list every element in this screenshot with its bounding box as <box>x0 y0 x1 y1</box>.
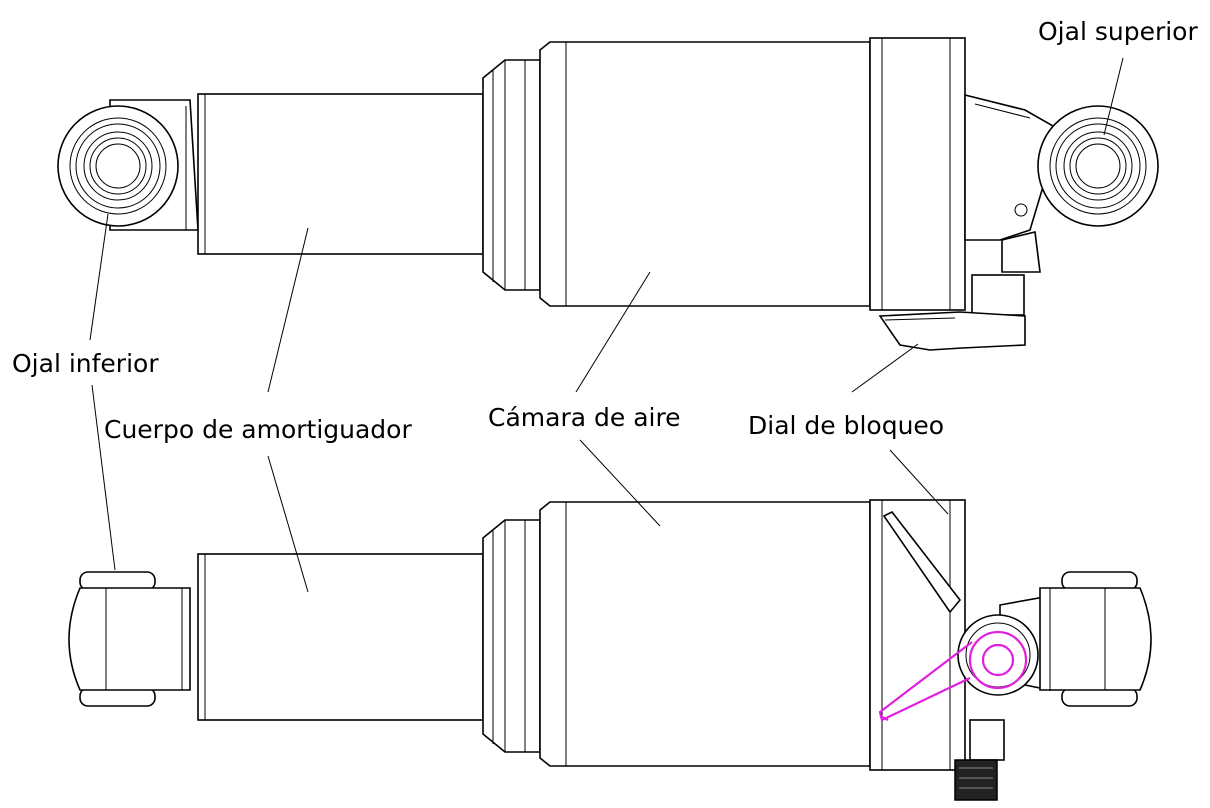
air-can-side <box>539 501 871 767</box>
bottom-view <box>68 499 1152 801</box>
lower-eyelet-top <box>57 99 199 231</box>
air-can-top <box>539 41 871 307</box>
leader-dial-top <box>851 343 919 393</box>
label-ojal-superior: Ojal superior <box>1038 17 1198 46</box>
leader-ojal-inferior-bottom <box>91 384 116 571</box>
lockout-dial-top <box>878 274 1026 351</box>
label-cuerpo: Cuerpo de amortiguador <box>104 415 412 444</box>
upper-eyelet-side <box>1039 571 1152 707</box>
leader-cuerpo-top <box>267 227 309 393</box>
collar-rings-top <box>482 59 541 291</box>
label-ojal-inferior: Ojal inferior <box>12 349 159 378</box>
air-valve-side <box>954 719 1005 801</box>
leader-cuerpo-bottom <box>267 455 309 593</box>
upper-eyelet-top <box>869 37 1159 311</box>
leader-lines <box>89 57 1124 593</box>
lower-eyelet-side <box>68 571 191 707</box>
shock-body-top <box>197 93 484 255</box>
lockout-lever-side <box>882 510 1039 696</box>
lockout-lever-alt-position <box>878 630 1028 722</box>
collar-rings-side <box>482 519 541 753</box>
label-camara: Cámara de aire <box>488 403 681 432</box>
leader-dial-bottom <box>889 449 949 515</box>
label-dial: Dial de bloqueo <box>748 411 944 440</box>
leader-camara-top <box>575 271 651 393</box>
shock-body-side <box>197 553 484 721</box>
top-view <box>57 37 1159 351</box>
leader-ojal-inferior-top <box>89 213 109 341</box>
leader-camara-bottom <box>579 439 661 527</box>
leader-ojal-superior <box>1103 57 1124 136</box>
